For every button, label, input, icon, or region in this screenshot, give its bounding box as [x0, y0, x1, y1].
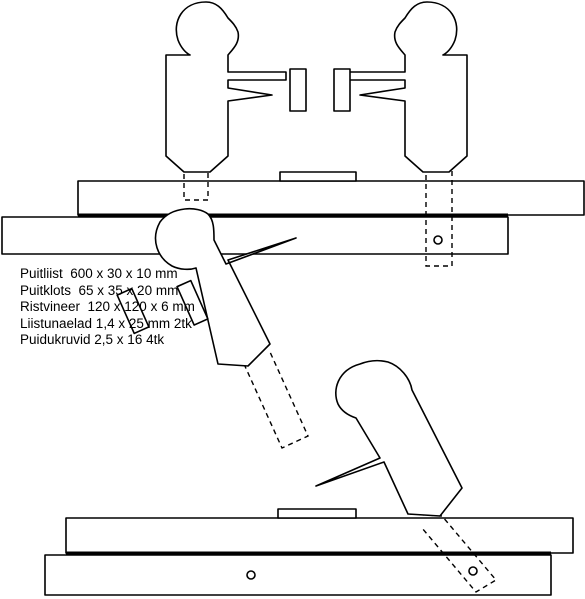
material-item-wooden-strip: Puitliist 600 x 30 x 10 mm: [20, 266, 178, 281]
material-item-screws: Puidukruvid 2,5 x 16 4tk: [20, 332, 165, 348]
figure-head-bottom: [315, 359, 463, 517]
wooden-strip-top: [77, 180, 585, 216]
plywood-base-top: [1, 216, 509, 255]
material-item-wooden-block: Puitklots 65 x 35 x 20 mm: [20, 282, 179, 298]
screw-hole-top-right: [433, 235, 443, 245]
materials-list: Puitliist 600 x 30 x 10 mm Puitklots 65 …: [20, 266, 195, 349]
bottom-assembly: [44, 359, 574, 596]
figure-head-left: [165, 1, 287, 173]
wooden-block-top: [279, 171, 357, 182]
material-item-plywood: Ristvineer 120 x 120 x 6 mm: [20, 299, 195, 315]
clamp-pad-left: [289, 68, 307, 112]
figure-head-right: [347, 1, 468, 173]
tilted-figure: [116, 207, 309, 449]
screw-hole-bottom-left: [246, 570, 256, 580]
figure-head-tilted: [154, 207, 297, 367]
clamp-pad-tilted: [116, 287, 150, 335]
clamp-pad-tilted-2: [176, 279, 209, 326]
clamp-pad-right: [333, 68, 351, 112]
wooden-strip-bottom: [65, 517, 574, 554]
top-assembly: [1, 1, 585, 267]
screw-hole-bottom-right: [468, 566, 478, 576]
dowel-tilted-hidden: [243, 351, 309, 449]
plywood-base-bottom: [44, 554, 552, 596]
wooden-block-bottom: [277, 508, 357, 519]
material-item-nails: Liistunaelad 1,4 x 25 mm 2tk: [20, 315, 192, 331]
